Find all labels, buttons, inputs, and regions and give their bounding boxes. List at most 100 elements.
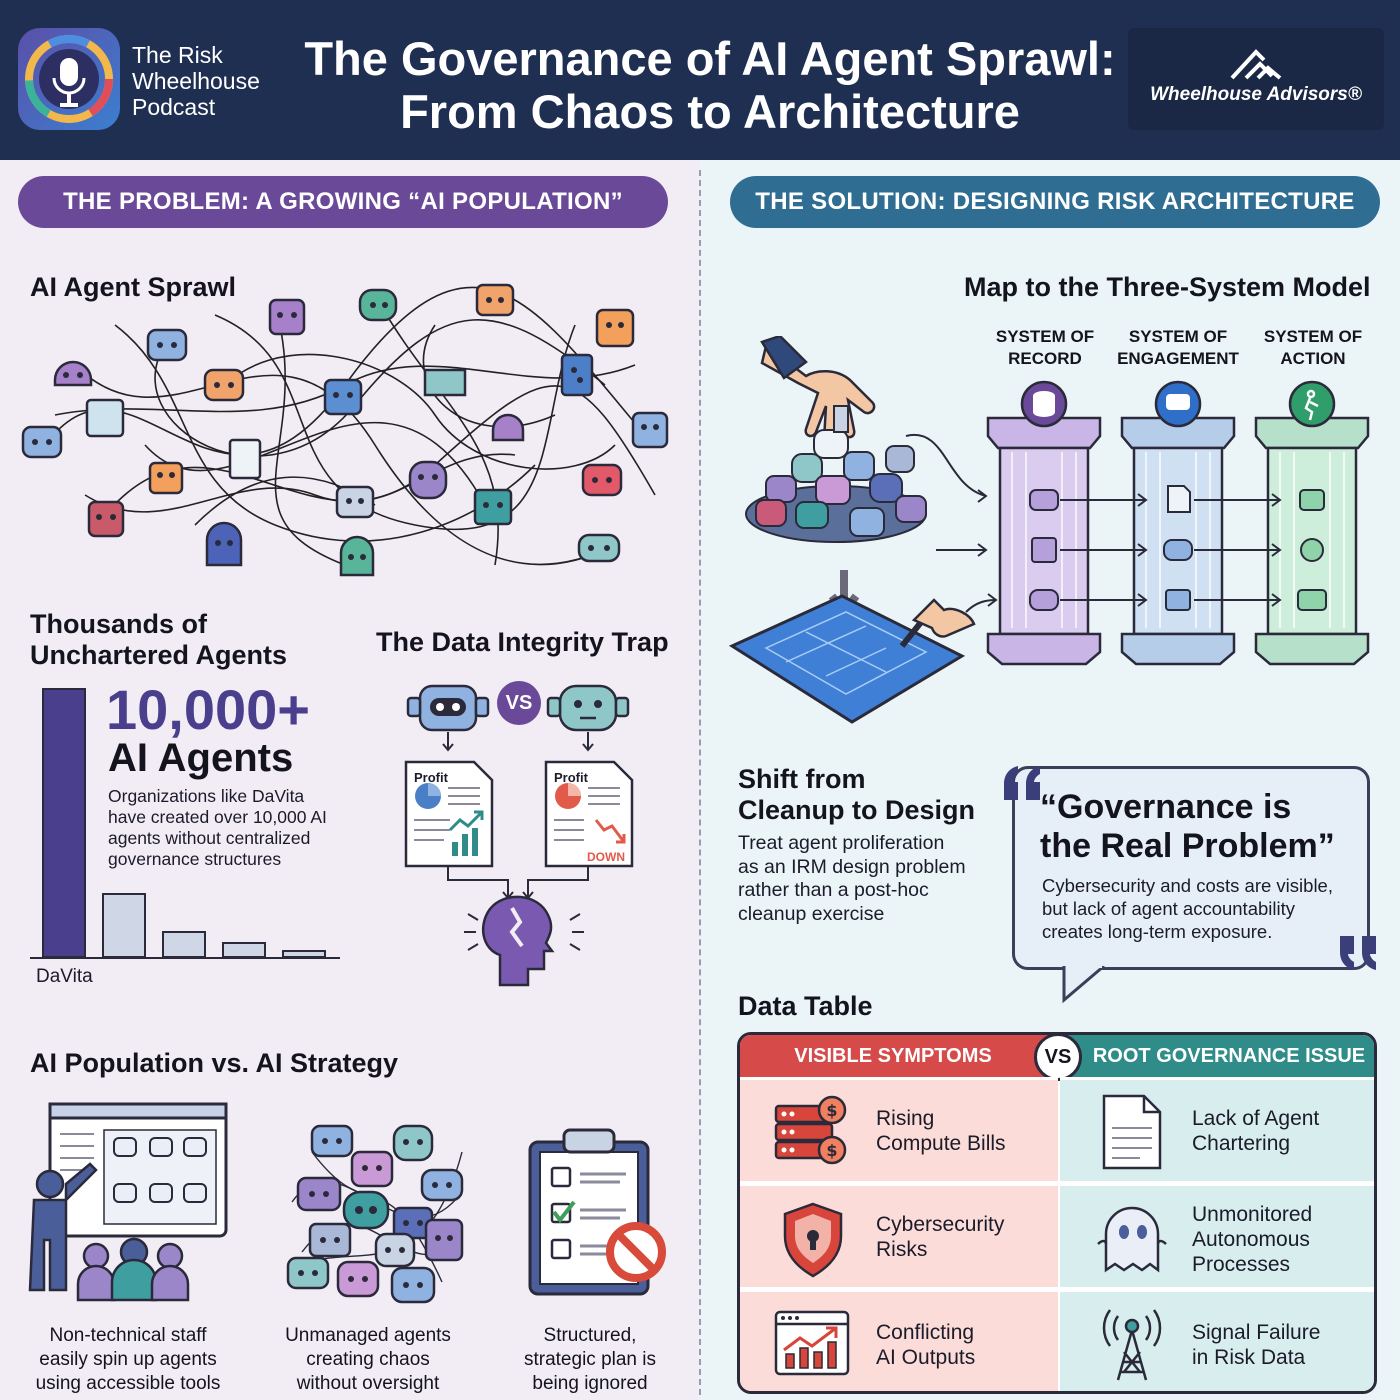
model-title: Map to the Three-System Model <box>964 272 1371 302</box>
ghost-icon <box>1097 1206 1167 1273</box>
table-row: Unmonitored Autonomous Processes <box>1060 1183 1374 1287</box>
system-label-line: RECORD <box>1008 349 1082 368</box>
advisor-name: Wheelhouse Advisors® <box>1150 84 1362 105</box>
cell-line: Unmonitored <box>1192 1203 1313 1226</box>
integrity-title: The Data Integrity Trap <box>376 627 669 657</box>
cell-line: in Risk Data <box>1192 1346 1306 1369</box>
integrity-vs-badge: VS <box>497 681 541 725</box>
agent-sprawl-illustration <box>21 283 669 577</box>
symptom-text: Rising Compute Bills <box>876 1106 1006 1156</box>
description-line: as an IRM design problem <box>738 855 966 878</box>
caption-line: without oversight <box>296 1373 440 1394</box>
system-label-line: ACTION <box>1280 349 1346 368</box>
quote-title-line: the Real Problem” <box>1040 827 1335 865</box>
description-line: Treat agent proliferation <box>738 832 945 854</box>
system-label-line: SYSTEM OF <box>1128 327 1228 346</box>
doc-right-label: Profit <box>554 770 588 785</box>
panel-divider <box>699 170 701 1395</box>
cell-line: Conflicting <box>876 1321 975 1344</box>
chart-window-icon <box>774 1310 850 1376</box>
server-cost-icon: $ $ <box>774 1095 847 1165</box>
podcast-name-line: Podcast <box>132 94 216 120</box>
cell-line: Autonomous <box>1192 1228 1310 1251</box>
cell-line: Risks <box>876 1238 928 1261</box>
bar-chart-baseline <box>30 957 340 959</box>
table-row: $ $ Rising Compute Bills <box>740 1077 1058 1181</box>
quote-body-line: creates long-term exposure. <box>1042 921 1273 942</box>
cell-line: Cybersecurity <box>876 1213 1005 1236</box>
description-line: agents without centralized <box>108 828 311 848</box>
cell-line: Processes <box>1192 1253 1291 1276</box>
quote-title-line: “Governance is <box>1040 788 1292 826</box>
shift-description: Treat agent proliferation as an IRM desi… <box>738 832 988 926</box>
description-line: Organizations like DaVita <box>108 786 305 806</box>
bar-label: DaVita <box>36 966 93 987</box>
open-quote-icon <box>1004 766 1040 800</box>
quote-title: “Governance is the Real Problem” <box>1040 788 1360 866</box>
caption-line: easily spin up agents <box>39 1349 217 1370</box>
population-title: AI Population vs. AI Strategy <box>30 1048 399 1078</box>
agent-count-bar <box>102 893 146 958</box>
quote-body-line: Cybersecurity and costs are visible, <box>1042 875 1333 896</box>
close-quote-icon <box>1340 936 1376 970</box>
clipboard-blocked-icon <box>528 1128 666 1296</box>
caption-line: Structured, <box>543 1325 637 1346</box>
description-line: have created over 10,000 AI <box>108 807 327 827</box>
shift-title: Shift from Cleanup to Design <box>738 764 975 826</box>
table-header-symptoms: VISIBLE SYMPTOMS <box>740 1035 1058 1077</box>
description-line: governance structures <box>108 849 282 869</box>
page-title: The Governance of AI Agent Sprawl: From … <box>280 32 1140 138</box>
doc-left-label: Profit <box>414 770 448 785</box>
quote-bubble-tail <box>1062 966 1105 1004</box>
caption-line: creating chaos <box>306 1349 430 1370</box>
cell-line: Lack of Agent <box>1192 1107 1320 1130</box>
shift-title-line: Cleanup to Design <box>738 795 976 825</box>
agent-count-bar <box>42 688 86 958</box>
caption-staff: Non-technical staff easily spin up agent… <box>20 1324 236 1396</box>
shield-lock-icon <box>783 1202 843 1278</box>
quote-bubble <box>1012 766 1370 970</box>
table-header-label: ROOT GOVERNANCE ISSUE <box>1092 1045 1366 1067</box>
description-line: cleanup exercise <box>738 902 885 925</box>
solution-banner: THE SOLUTION: DESIGNING RISK ARCHITECTUR… <box>730 176 1380 228</box>
thousands-title-line: Unchartered Agents <box>30 640 288 670</box>
header: The Risk Wheelhouse Podcast The Governan… <box>0 0 1400 160</box>
podcast-name: The Risk Wheelhouse Podcast <box>132 42 282 120</box>
podcast-logo <box>18 28 120 130</box>
table-row: Lack of Agent Chartering <box>1060 1077 1374 1181</box>
cell-line: Rising <box>876 1107 935 1130</box>
table-vs-badge: VS <box>1034 1035 1082 1081</box>
cell-line: AI Outputs <box>876 1346 976 1369</box>
system-label-line: SYSTEM OF <box>1263 327 1363 346</box>
table-row: Signal Failure in Risk Data <box>1060 1289 1374 1391</box>
symptoms-table: VISIBLE SYMPTOMS ROOT GOVERNANCE ISSUE V… <box>737 1032 1377 1394</box>
table-header-root-issue: ROOT GOVERNANCE ISSUE <box>1058 1035 1374 1077</box>
symptom-text: Cybersecurity Risks <box>876 1212 1004 1262</box>
caption-line: being ignored <box>532 1373 648 1394</box>
root-issue-text: Signal Failure in Risk Data <box>1192 1320 1320 1370</box>
agent-count-bar <box>162 931 206 958</box>
shift-title-line: Shift from <box>738 764 866 794</box>
system-label-line: SYSTEM OF <box>995 327 1095 346</box>
doc-right-tag: DOWN <box>587 850 625 864</box>
symptom-text: Conflicting AI Outputs <box>876 1320 975 1370</box>
quote-body-line: but lack of agent accountability <box>1042 898 1295 919</box>
svg-text:$: $ <box>826 1141 837 1160</box>
advisor-logo: Wheelhouse Advisors® <box>1128 28 1384 130</box>
page-title-line: The Governance of AI Agent Sprawl: <box>304 32 1116 85</box>
sprawl-title: AI Agent Sprawl <box>30 272 237 302</box>
description-line: rather than a post-hoc <box>738 879 929 901</box>
cell-line: Signal Failure <box>1192 1321 1321 1344</box>
root-issue-text: Unmonitored Autonomous Processes <box>1192 1202 1312 1277</box>
caption-line: Unmanaged agents <box>285 1325 451 1346</box>
cell-line: Chartering <box>1192 1132 1291 1155</box>
agent-count-bar <box>222 942 266 958</box>
caption-line: Non-technical staff <box>49 1325 207 1346</box>
caption-unmanaged: Unmanaged agents creating chaos without … <box>268 1324 468 1396</box>
svg-text:$: $ <box>826 1101 837 1120</box>
agent-count-number: 10,000+ <box>106 678 310 741</box>
page-title-line: From Chaos to Architecture <box>400 85 1020 138</box>
root-issue-text: Lack of Agent Chartering <box>1192 1106 1319 1156</box>
signal-tower-icon <box>1102 1309 1162 1381</box>
caption-strategy: Structured, strategic plan is being igno… <box>500 1324 680 1396</box>
